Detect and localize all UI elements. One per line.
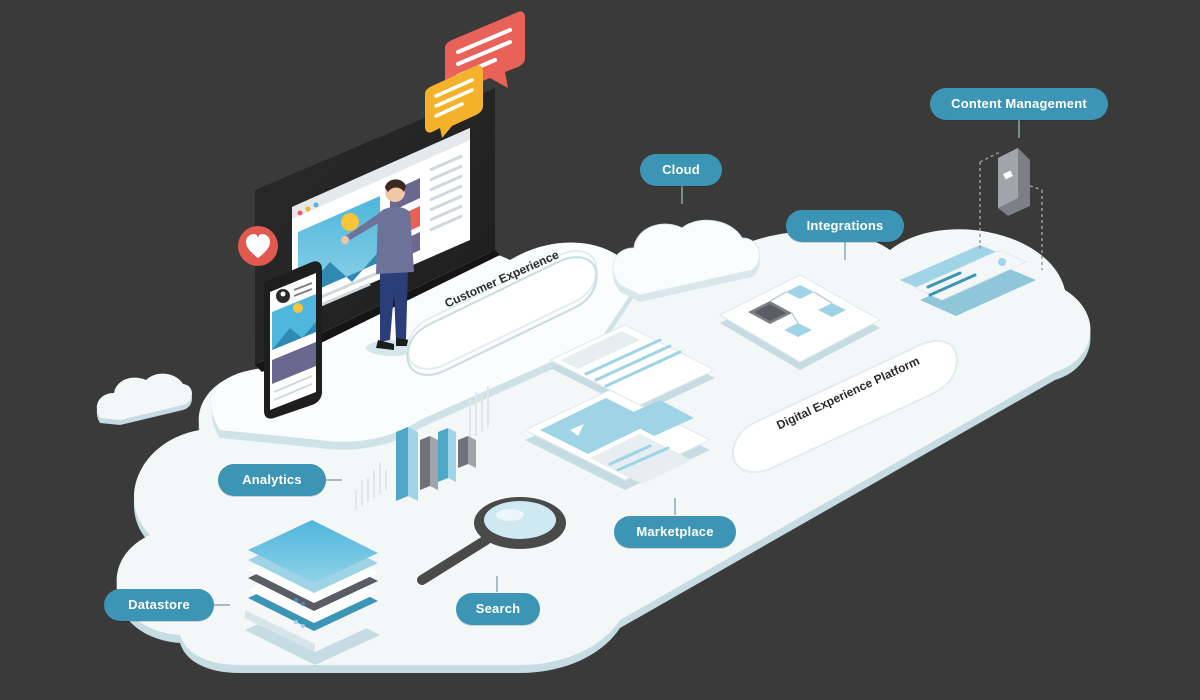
label-datastore[interactable]: Datastore <box>104 589 214 621</box>
chat-bubble-icon <box>425 65 483 138</box>
marketplace-panels <box>523 324 717 490</box>
small-cloud <box>96 373 192 425</box>
label-content-management[interactable]: Content Management <box>930 88 1108 120</box>
play-icon <box>570 424 584 436</box>
document-icon <box>998 148 1030 216</box>
person <box>341 179 418 356</box>
connector-lines <box>214 119 1020 606</box>
server-icon <box>245 520 380 665</box>
label-marketplace[interactable]: Marketplace <box>614 516 736 548</box>
magnifier-icon <box>417 497 566 585</box>
analytics-bars <box>355 386 489 510</box>
phone <box>264 261 322 419</box>
content-cards <box>900 148 1043 316</box>
customer-experience-track <box>406 250 598 376</box>
integrations-panel <box>718 274 882 370</box>
dxp-track <box>731 339 959 474</box>
label-integrations[interactable]: Integrations <box>786 210 904 242</box>
heart-icon <box>238 226 278 266</box>
label-search[interactable]: Search <box>456 593 540 625</box>
label-cloud[interactable]: Cloud <box>640 154 722 186</box>
label-analytics[interactable]: Analytics <box>218 464 326 496</box>
cloud-icon <box>612 219 761 302</box>
